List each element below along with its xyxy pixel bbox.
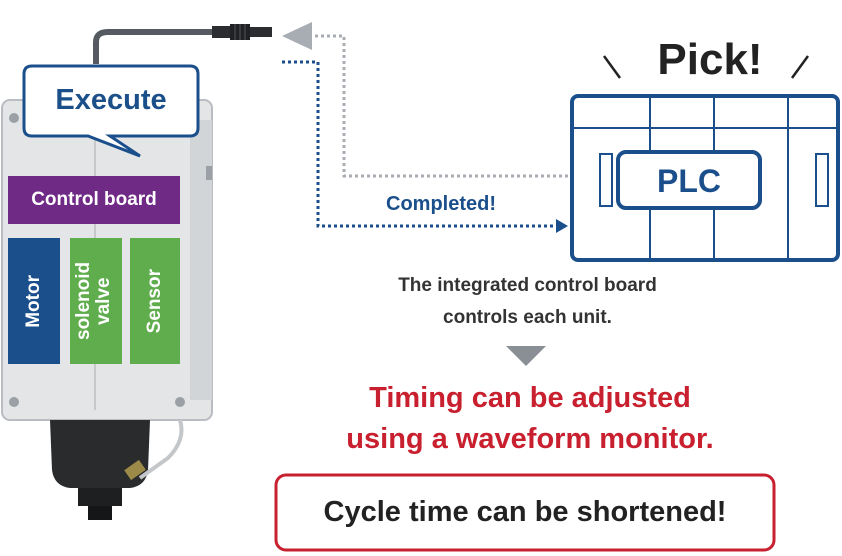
result-line-2: using a waveform monitor.: [346, 423, 714, 455]
motor-block: Motor: [8, 238, 60, 364]
conclusion-box: [274, 473, 776, 552]
plc-unit: [570, 94, 840, 262]
control-board-block: Control board: [8, 176, 180, 224]
pick-accent-left: [602, 55, 622, 79]
execute-signal-line: [300, 34, 568, 178]
execute-label: Execute: [55, 83, 167, 116]
sensor-block: Sensor: [130, 238, 180, 364]
down-arrow-icon: [506, 346, 546, 366]
completed-signal-arrowhead: [556, 219, 568, 233]
motor-label: Motor: [23, 274, 45, 328]
device-nozzle: [50, 419, 184, 520]
completed-label: Completed!: [386, 192, 496, 215]
result-line-1: Timing can be adjusted: [369, 382, 691, 414]
execute-speech-bubble: [22, 64, 200, 158]
result-text: Timing can be adjusted using a waveform …: [270, 378, 790, 462]
description-line-2: controls each unit.: [443, 307, 612, 328]
pick-accent-right: [790, 55, 810, 79]
description-line-1: The integrated control board: [398, 275, 657, 296]
execute-signal-arrowhead: [282, 22, 312, 50]
sensor-label: Sensor: [144, 268, 166, 334]
completed-signal-line: [282, 60, 556, 228]
plc-label: PLC: [657, 162, 721, 199]
solenoid-valve-block: solenoid valve: [70, 238, 122, 364]
description-text: The integrated control board controls ea…: [300, 270, 755, 334]
pick-exclamation: Pick!: [657, 35, 763, 84]
conclusion-text: Cycle time can be shortened!: [323, 496, 727, 528]
solenoid-valve-label: solenoid valve: [73, 261, 114, 341]
cable: [93, 29, 212, 64]
connector-plug: [212, 24, 272, 40]
